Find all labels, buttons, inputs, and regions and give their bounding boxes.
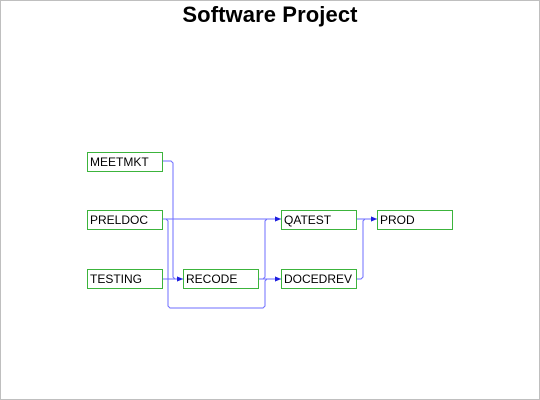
edge-line	[162, 218, 281, 309]
node-qatest: QATEST	[281, 210, 357, 230]
node-prod: PROD	[377, 210, 453, 230]
arrowhead-icon	[275, 276, 281, 282]
node-label: MEETMKT	[90, 155, 149, 169]
edge-preldoc-to-docedrev	[162, 218, 281, 309]
node-label: PRELDOC	[90, 213, 148, 227]
node-recode: RECODE	[183, 269, 259, 289]
node-preldoc: PRELDOC	[87, 210, 163, 230]
node-testing: TESTING	[87, 269, 163, 289]
node-box	[87, 152, 163, 172]
node-label: DOCEDREV	[284, 272, 352, 286]
node-box	[377, 210, 453, 230]
node-label: RECODE	[186, 272, 237, 286]
nodes-layer: MEETMKT PRELDOC TESTING RECODE QATEST DOCEDRE…	[87, 152, 453, 289]
node-docedrev: DOCEDREV	[281, 269, 357, 289]
edge-preldoc-to-qatest	[162, 216, 281, 222]
node-box	[183, 269, 259, 289]
node-meetmkt: MEETMKT	[87, 152, 163, 172]
edge-line	[162, 160, 183, 280]
arrowhead-icon	[371, 216, 377, 222]
arrowhead-icon	[275, 216, 281, 222]
node-label: TESTING	[90, 272, 142, 286]
arrowhead-icon	[177, 276, 183, 282]
edges-layer	[162, 160, 377, 309]
edge-line	[258, 218, 281, 280]
page-title: Software Project	[182, 2, 358, 27]
edge-testing-to-recode	[162, 276, 183, 282]
edge-line	[356, 218, 377, 280]
edge-recode-to-qatest	[258, 216, 281, 280]
node-label: PROD	[380, 213, 415, 227]
node-label: QATEST	[284, 213, 332, 227]
edge-docedrev-to-prod	[356, 216, 377, 280]
node-box	[281, 210, 357, 230]
node-box	[281, 269, 357, 289]
edge-recode-to-docedrev	[258, 276, 281, 282]
node-box	[87, 210, 163, 230]
node-box	[87, 269, 163, 289]
edge-meetmkt-to-recode	[162, 160, 183, 282]
